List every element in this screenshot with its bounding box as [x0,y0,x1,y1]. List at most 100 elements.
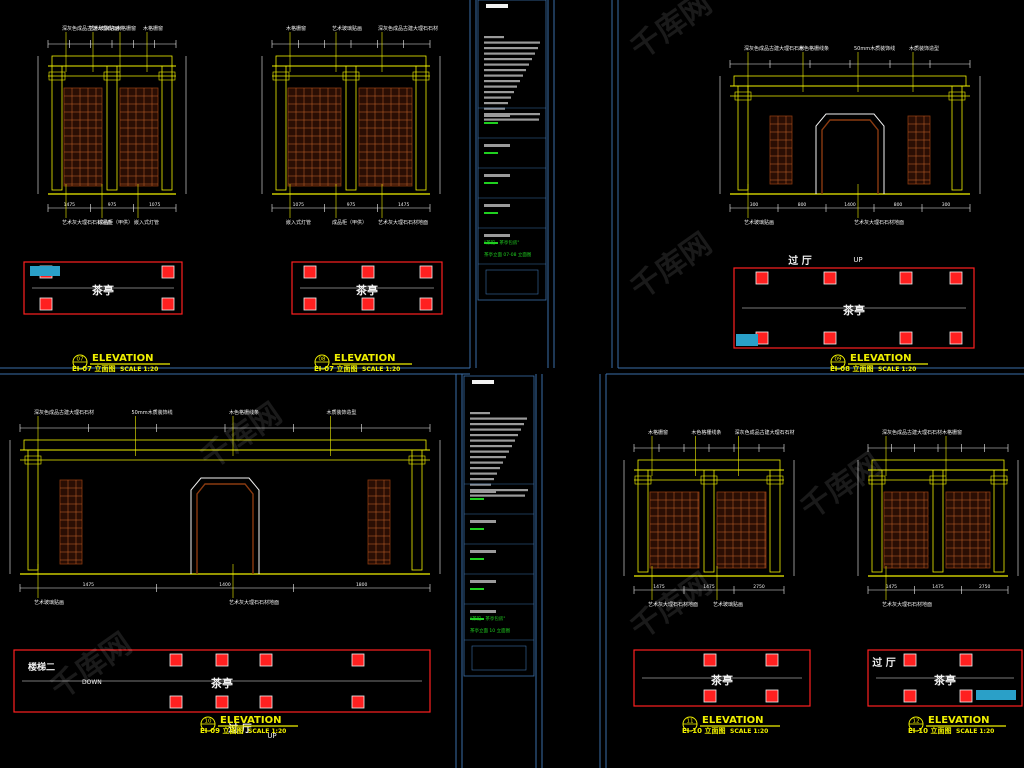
column [769,469,781,573]
lattice-screen [649,491,700,569]
dimension-value: 1475 [703,584,715,590]
title-block-text-line [484,91,514,94]
title-block-text-line [484,107,505,110]
callout-label: 艺术玻璃贴画 [744,219,774,226]
title-block-text-line [470,483,491,486]
title-block-value [484,182,498,184]
caption-code: EI-08 立面图 [830,364,873,373]
lattice-screen [59,479,83,565]
plan-column [755,271,769,285]
callout-label: 艺术灰大理石石材地面 [648,601,698,608]
callout-label: 艺术灰大理石石材地面 [378,219,428,226]
title-block-text-line [470,489,528,492]
callout-label: 50mm木质装饰线 [854,45,895,52]
callout-label: 深灰色成品古建大理石石材 [378,25,438,32]
title-block-text-line [470,417,527,420]
title-block-field [470,610,496,613]
callout-label: 木质装饰造型 [909,45,939,52]
title-block-text-line [470,478,494,481]
caption-scale: SCALE 1:20 [730,728,768,735]
caption-title: ELEVATION [220,715,281,726]
lattice-screen [716,491,767,569]
caption-code: EI-07 立面图 [72,364,115,373]
title-block-sheet: 茶亭立面 10 立面图 [470,627,511,634]
plan-room-label: 楼梯二 [28,661,55,673]
column-capital [158,71,176,81]
lattice-screen [358,87,413,187]
caption-title: ELEVATION [702,715,763,726]
column [737,85,749,191]
callout-label: 深灰色成品古建大理石石材 [34,409,94,416]
title-block-value [484,212,498,214]
lattice-screen [287,87,342,187]
plan-column [351,695,365,709]
plan-outline [867,649,1023,707]
caption-title: ELEVATION [928,715,989,726]
column [993,469,1005,573]
column-capital [24,455,42,465]
title-block-text-line [484,52,535,55]
title-block-value [470,528,484,530]
plan-direction-label: UP [853,256,862,264]
plan-column [361,265,375,279]
plan-column [259,695,273,709]
lattice-screen [119,87,159,187]
dimension-value: 975 [108,202,117,208]
title-block-stamp [485,269,539,295]
callout-label: 嵌入式灯管 [134,219,159,226]
lattice-screen [367,479,391,565]
column [932,469,944,573]
dimension-value: 1075 [293,202,305,208]
dimension-value: 1475 [64,202,76,208]
column [51,65,63,191]
title-block-value [470,498,484,500]
callout-label: 艺术灰大理石石材地面 [854,219,904,226]
column-capital [342,71,360,81]
column [703,469,715,573]
dimension-value: 1475 [932,584,944,590]
plan-room-label: 茶亭 [91,283,114,297]
caption-number: 11 [687,719,694,725]
title-block-project: "茶馆 · 茶亭包房" [470,615,505,622]
dimension-value: 1075 [149,202,161,208]
title-block-value [470,588,484,590]
lattice-screen [63,87,103,187]
dimension-value: 1475 [83,582,95,588]
column [951,85,963,191]
callout-label: 成品柜（甲供） [332,219,367,226]
title-block-text-line [470,423,524,426]
caption-title: ELEVATION [334,353,395,364]
plan-column [703,689,717,703]
column [345,65,357,191]
dimension-value: 300 [942,202,951,208]
plan-strip-12: 茶亭 [867,649,1023,707]
lattice-screen [907,115,931,185]
caption-scale: SCALE 1:20 [956,728,994,735]
title-block-text-line [484,47,538,50]
plan-room-label: 茶亭 [355,283,378,297]
plan-strip-10: 茶亭 [13,649,431,713]
plan-column [419,265,433,279]
column [411,449,423,571]
callout-label: 木格栅窗 [648,429,668,436]
plan-column [899,271,913,285]
title-block-text-line [470,494,525,497]
title-block-field [470,520,496,523]
column [415,65,427,191]
title-block-text-line [470,472,497,475]
arch-doorway [190,477,260,574]
column-capital [634,475,652,485]
title-block-text-line [484,85,517,88]
dimension-value: 1475 [886,584,898,590]
callout-label: 木格栅窗 [942,429,962,436]
caption-scale: SCALE 1:20 [878,366,916,373]
lattice-screen [769,115,793,185]
title-block-field [484,114,510,117]
title-block-text-line [484,74,523,77]
